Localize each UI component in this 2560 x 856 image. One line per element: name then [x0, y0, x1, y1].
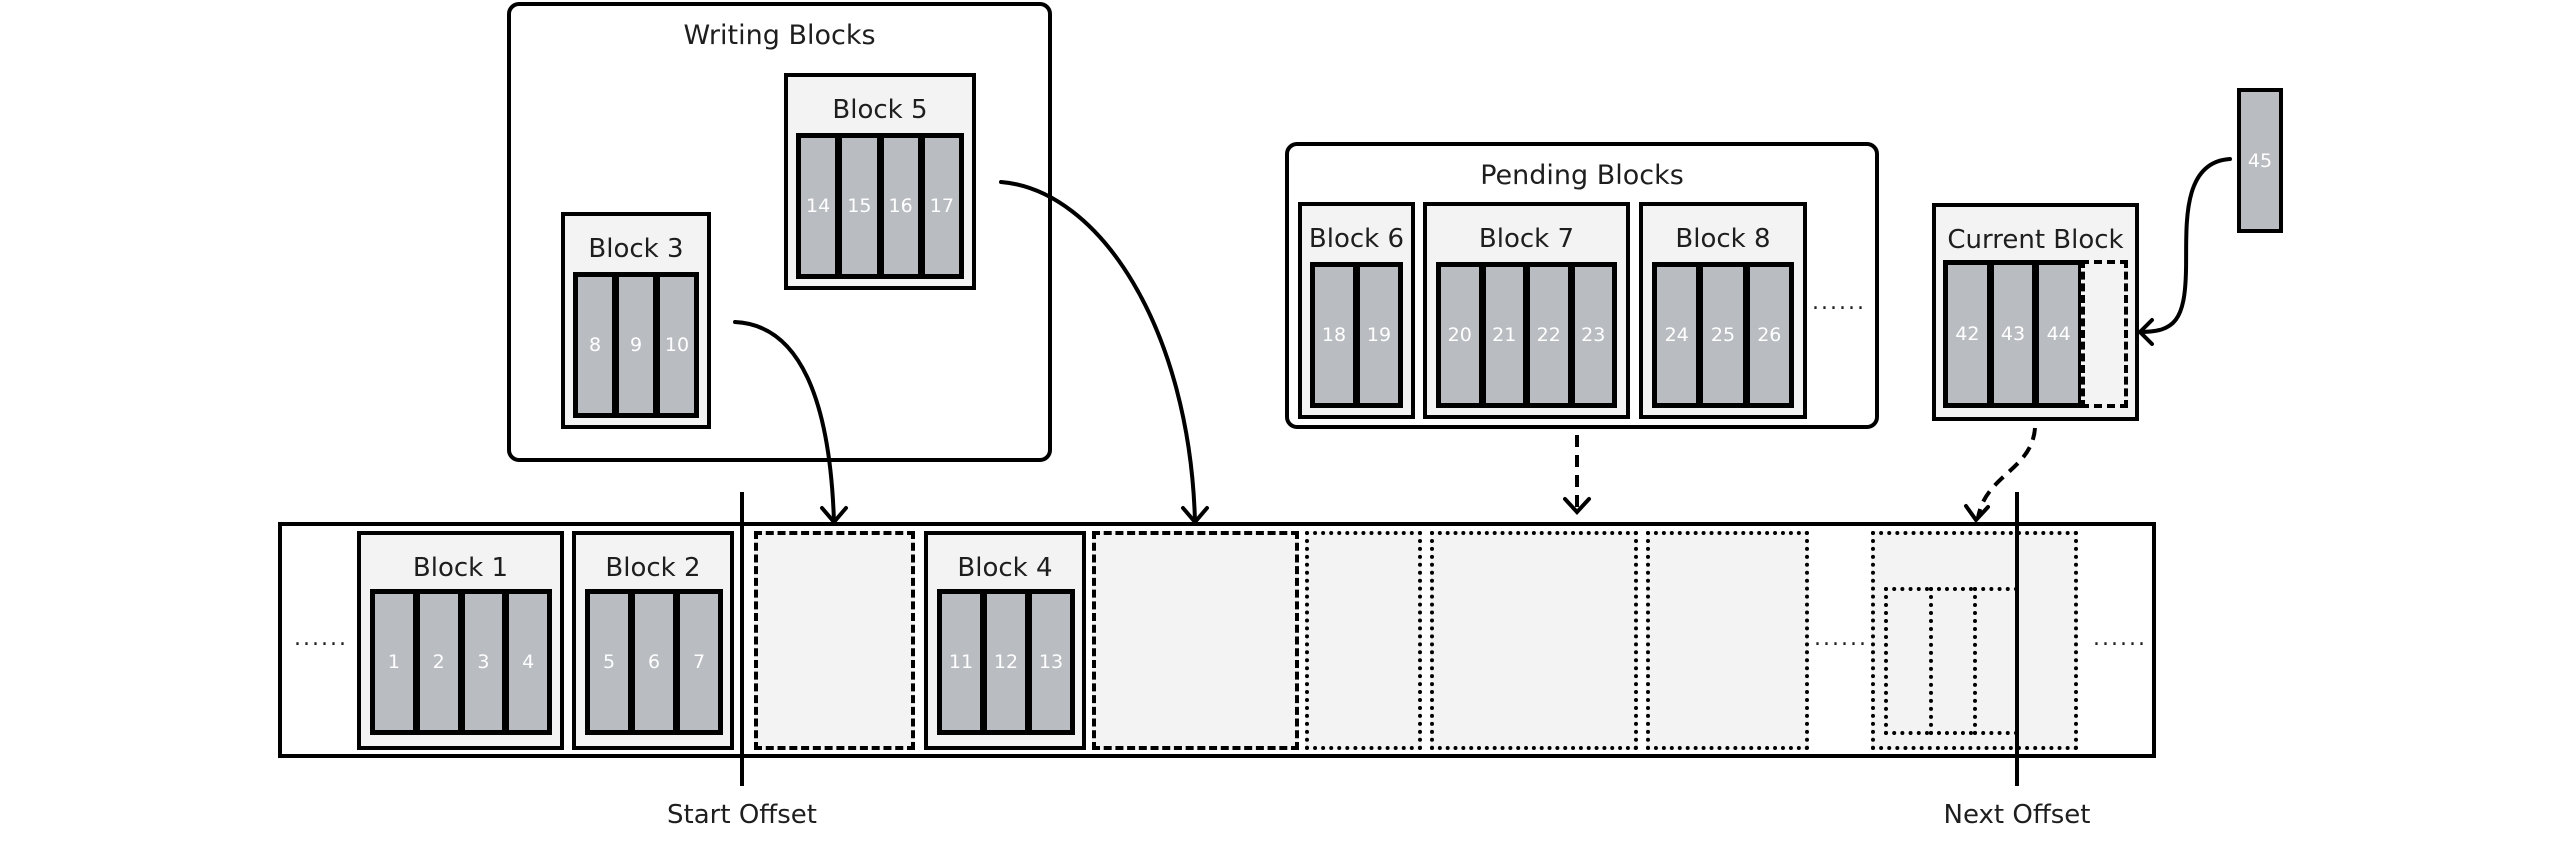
block-7: Block 7 20 21 22 23	[1423, 202, 1630, 419]
arrowhead-pending	[1563, 497, 1591, 515]
block-label: Block 7	[1478, 224, 1575, 254]
arrowhead-incoming-cell	[2137, 318, 2154, 346]
arrow-incoming-cell	[2138, 157, 2232, 334]
cell: 17	[924, 138, 959, 274]
current-block: Current Block 42 43 44	[1932, 203, 2139, 421]
block-4: Block 4 11 12 13	[924, 531, 1086, 750]
arrowhead-block-3	[820, 506, 848, 526]
block-label: Block 4	[957, 553, 1053, 583]
cell: 25	[1703, 267, 1743, 403]
cell: 15	[842, 138, 877, 274]
pending-ellipsis: ......	[1812, 290, 1866, 315]
cell: 2	[419, 594, 458, 730]
cell: 10	[660, 277, 694, 413]
future-cell	[1884, 587, 1929, 735]
cell: 44	[2039, 265, 2079, 403]
cell: 7	[680, 594, 718, 730]
block-label: Block 6	[1308, 224, 1405, 254]
cell: 9	[619, 277, 653, 413]
cell: 19	[1360, 267, 1398, 403]
cell: 21	[1485, 267, 1523, 403]
strip-left-ellipsis: ......	[294, 626, 348, 651]
future-slot-block-7	[1430, 531, 1638, 750]
cell: 26	[1749, 267, 1789, 403]
block-label: Block 3	[588, 234, 684, 264]
arrowhead-current	[1964, 504, 1990, 524]
cell: 18	[1315, 267, 1353, 403]
incoming-cell: 45	[2237, 88, 2283, 233]
future-slot-block-8	[1646, 531, 1809, 750]
future-slot-current-cells	[1884, 587, 2019, 735]
block-cells: 18 19	[1310, 262, 1403, 408]
cell: 12	[987, 594, 1025, 730]
block-5: Block 5 14 15 16 17	[784, 73, 976, 290]
cell: 23	[1574, 267, 1612, 403]
cell: 43	[1993, 265, 2033, 403]
cell: 42	[1948, 265, 1987, 403]
strip-right-ellipsis: ......	[2093, 626, 2147, 651]
writing-blocks-title: Writing Blocks	[683, 20, 876, 51]
block-3: Block 3 8 9 10	[561, 212, 711, 429]
cell: 24	[1657, 267, 1697, 403]
cell: 5	[590, 594, 628, 730]
cell: 1	[375, 594, 413, 730]
block-cells: 24 25 26	[1652, 262, 1794, 408]
reserved-slot-block-3	[754, 531, 915, 750]
cell: 3	[464, 594, 503, 730]
start-offset-label: Start Offset	[667, 800, 817, 830]
next-offset-marker	[2015, 492, 2019, 786]
block-label: Block 2	[605, 553, 701, 583]
strip-mid-ellipsis: ......	[1814, 626, 1868, 651]
block-cells: 1 2 3 4	[370, 589, 552, 735]
block-cells: 8 9 10	[573, 272, 699, 418]
current-block-label: Current Block	[1947, 225, 2124, 255]
pending-blocks-title: Pending Blocks	[1480, 160, 1684, 191]
empty-cell-slot	[2081, 260, 2128, 408]
cell: 20	[1441, 267, 1479, 403]
next-offset-label: Next Offset	[1943, 800, 2091, 830]
future-slot-block-6	[1305, 531, 1422, 750]
arrow-current-to-strip	[1976, 427, 2037, 519]
block-8: Block 8 24 25 26	[1639, 202, 1807, 419]
incoming-cell-number: 45	[2247, 149, 2273, 172]
reserved-slot-block-5	[1092, 531, 1299, 750]
cell: 13	[1032, 594, 1070, 730]
block-cells: 14 15 16 17	[796, 133, 964, 279]
block-cells: 5 6 7	[585, 589, 723, 735]
block-label: Block 8	[1675, 224, 1771, 254]
cell: 6	[635, 594, 673, 730]
block-label: Block 1	[412, 553, 509, 583]
block-1: Block 1 1 2 3 4	[357, 531, 564, 750]
future-cell	[1973, 587, 2019, 735]
block-cells: 20 21 22 23	[1436, 262, 1617, 408]
cell: 8	[578, 277, 612, 413]
block-cells: 11 12 13	[937, 589, 1075, 735]
cell: 14	[801, 138, 836, 274]
block-2: Block 2 5 6 7	[572, 531, 734, 750]
future-cell	[1928, 587, 1974, 735]
cell: 22	[1530, 267, 1568, 403]
start-offset-marker	[740, 492, 744, 786]
block-6: Block 6 18 19	[1298, 202, 1415, 419]
cell: 11	[942, 594, 980, 730]
block-cells: 42 43 44	[1943, 260, 2083, 408]
cell: 4	[509, 594, 547, 730]
block-label: Block 5	[832, 95, 928, 125]
arrowhead-block-5	[1181, 506, 1209, 526]
cell: 16	[883, 138, 918, 274]
